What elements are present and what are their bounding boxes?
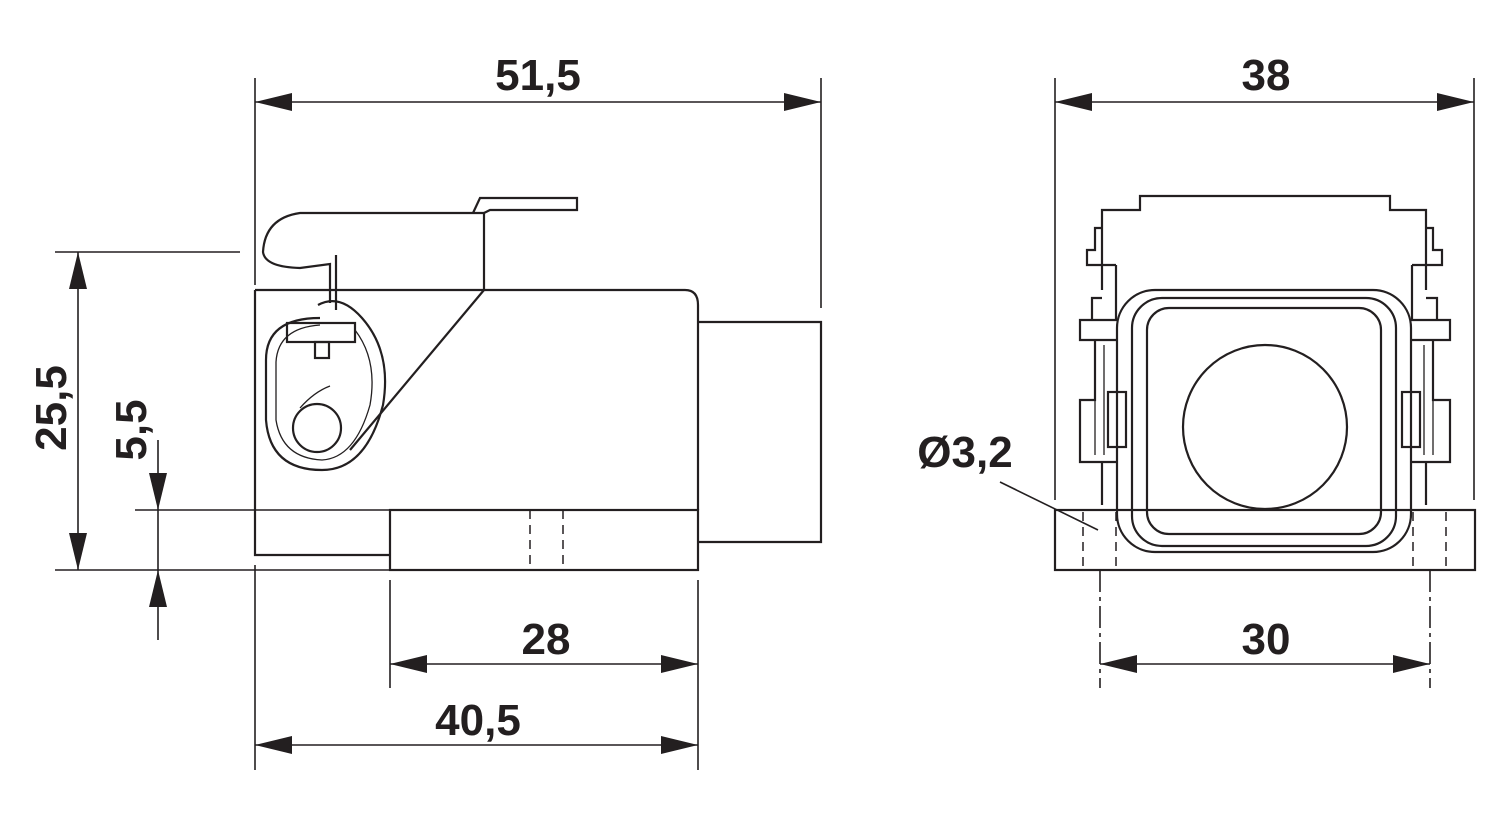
lock-roller bbox=[291, 402, 343, 454]
housing-left-edge bbox=[253, 290, 390, 557]
label-mounting-spacing-front: 30 bbox=[1242, 615, 1291, 664]
lock-inner-outline bbox=[275, 324, 373, 461]
lock-outline bbox=[264, 300, 387, 472]
label-front-width: 38 bbox=[1242, 51, 1291, 100]
label-hole-diameter: Ø3,2 bbox=[917, 428, 1012, 477]
dimension-front-width: 38 bbox=[1054, 51, 1475, 500]
front-outer-frame bbox=[1115, 288, 1413, 554]
lever-diagonal bbox=[349, 289, 485, 451]
front-middle-frame bbox=[1130, 296, 1398, 548]
arrowhead-up bbox=[149, 570, 167, 607]
label-flange-height: 5,5 bbox=[107, 399, 156, 460]
side-view bbox=[253, 196, 823, 572]
dimension-mounting-spacing-front: 30 bbox=[1099, 570, 1431, 688]
housing-body bbox=[255, 288, 700, 510]
cable-spigot bbox=[698, 320, 823, 544]
arrowhead-top bbox=[69, 252, 87, 289]
lock-pin-block bbox=[285, 321, 357, 344]
dimension-base-length: 40,5 bbox=[254, 565, 698, 770]
dimension-overall-length: 51,5 bbox=[254, 51, 822, 308]
label-height: 25,5 bbox=[27, 365, 76, 451]
label-overall-length: 51,5 bbox=[495, 51, 581, 100]
base-flange bbox=[388, 508, 700, 572]
lock-pin-stem bbox=[313, 340, 331, 360]
locking-lever bbox=[261, 211, 486, 303]
front-cable-opening bbox=[1181, 343, 1349, 511]
label-mounting-spacing-side: 28 bbox=[522, 615, 571, 664]
label-base-length: 40,5 bbox=[435, 696, 521, 745]
front-housing-top bbox=[1100, 194, 1428, 290]
lever-tab bbox=[472, 196, 579, 214]
front-inner-frame bbox=[1145, 306, 1383, 536]
front-housing-top-right-step bbox=[1412, 226, 1444, 267]
lock-roller-arc bbox=[299, 385, 331, 409]
arrowhead-right bbox=[784, 93, 821, 111]
arrowhead-down bbox=[149, 473, 167, 510]
dimension-hole-diameter: Ø3,2 bbox=[917, 428, 1099, 531]
arrowhead-left bbox=[255, 93, 292, 111]
front-latch-right bbox=[1410, 265, 1452, 505]
arrowhead-bottom bbox=[69, 533, 87, 570]
front-view bbox=[1053, 194, 1477, 572]
dimension-height: 25,5 bbox=[27, 251, 390, 571]
dimension-mounting-spacing-side: 28 bbox=[389, 580, 699, 770]
dimension-flange-height: 5,5 bbox=[107, 399, 390, 640]
front-housing-top-left-step bbox=[1085, 226, 1116, 267]
front-latch-left bbox=[1078, 265, 1118, 505]
